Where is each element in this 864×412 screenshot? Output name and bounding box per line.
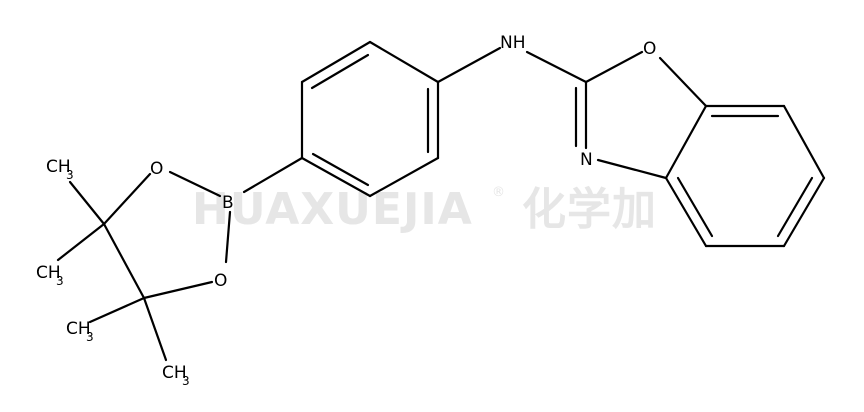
bond-c-c: [102, 222, 146, 300]
methyl-group-4: CH 3: [162, 363, 190, 388]
bond-methyl-2: [56, 222, 106, 262]
bond-phenyl-6: [300, 40, 372, 84]
bond-o-c7a: [658, 56, 708, 108]
bond-benzo-5: [664, 176, 708, 248]
bond-methyl-1: [68, 180, 106, 226]
bonds: [56, 40, 826, 362]
methyl-group-1: CH 3: [46, 157, 74, 182]
bond-o-lower-c: [142, 280, 214, 300]
methyl-1-ch: CH: [46, 157, 71, 177]
atom-o-oxazole-label: O: [643, 39, 656, 59]
methyl-group-2: CH 3: [36, 263, 64, 288]
methyl-2-ch: CH: [36, 263, 61, 283]
bond-methyl-3: [88, 296, 146, 324]
watermark-chinese: 化学加: [522, 184, 657, 235]
bond-phenyl-3: [368, 156, 440, 198]
atom-nh-label: NH: [500, 33, 526, 53]
bond-benzo-3: [782, 176, 826, 248]
watermark: HUAXUEJIA ® 化学加: [192, 184, 657, 235]
watermark-text: HUAXUEJIA: [192, 184, 473, 235]
bond-n-c3a: [596, 158, 668, 180]
bond-phenyl-4-inner: [311, 152, 370, 187]
bond-phenyl-6-inner: [310, 53, 370, 90]
bond-phenyl-nh: [436, 46, 502, 84]
atom-n-oxazole-label: N: [580, 150, 593, 170]
bond-b-o-lower: [224, 210, 232, 264]
bond-phenyl-1: [368, 40, 440, 84]
bond-o-upper-c: [102, 172, 152, 226]
atom-boron-label: B: [222, 193, 234, 213]
methyl-3-subscript: 3: [86, 330, 94, 344]
bond-nh-c2: [525, 50, 588, 84]
atom-o-lower-label: O: [214, 271, 227, 291]
methyl-1-subscript: 3: [66, 168, 74, 182]
atom-o-upper-label: O: [150, 159, 163, 179]
bond-phenyl-b: [242, 156, 304, 194]
methyl-4-subscript: 3: [182, 374, 190, 388]
bond-c2-o: [584, 50, 644, 84]
bond-c3a-c7a: [664, 104, 708, 180]
bond-benzo-3-inner: [776, 176, 814, 238]
bond-benzo-2: [782, 104, 826, 180]
methyl-2-subscript: 3: [56, 274, 64, 288]
methyl-group-3: CH 3: [66, 319, 94, 344]
methyl-3-ch: CH: [66, 319, 91, 339]
atom-labels: NH O N B O O CH 3 CH 3 CH 3 CH 3: [36, 33, 656, 388]
bond-methyl-4: [142, 296, 168, 362]
bond-b-o-upper: [168, 170, 222, 198]
methyl-4-ch: CH: [162, 363, 187, 383]
bond-phenyl-4: [300, 156, 372, 198]
bond-benzo-5-inner: [676, 176, 714, 238]
watermark-registered: ®: [492, 185, 505, 200]
